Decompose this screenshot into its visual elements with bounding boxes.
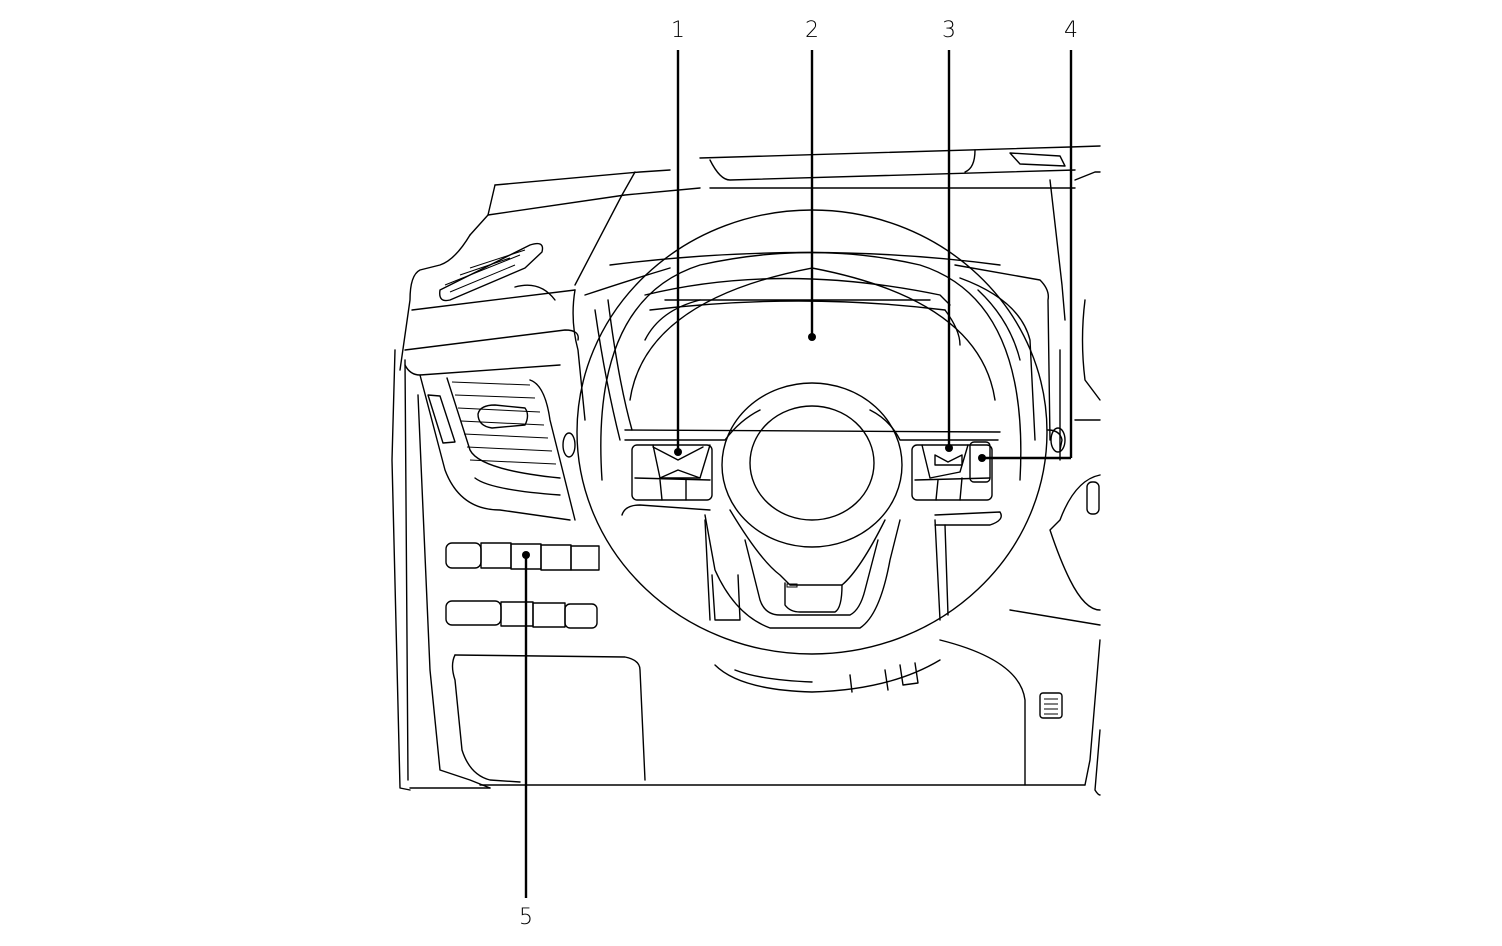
dashboard-outline xyxy=(391,145,1101,796)
callout-label-2: 2 xyxy=(805,18,819,43)
callout-label-4: 4 xyxy=(1064,18,1078,43)
instrument-cluster xyxy=(609,251,1001,346)
callout-label-1: 1 xyxy=(671,18,685,43)
callout-label-5: 5 xyxy=(519,905,533,930)
callout-label-3: 3 xyxy=(942,18,956,43)
callout-leaders xyxy=(522,50,1073,898)
